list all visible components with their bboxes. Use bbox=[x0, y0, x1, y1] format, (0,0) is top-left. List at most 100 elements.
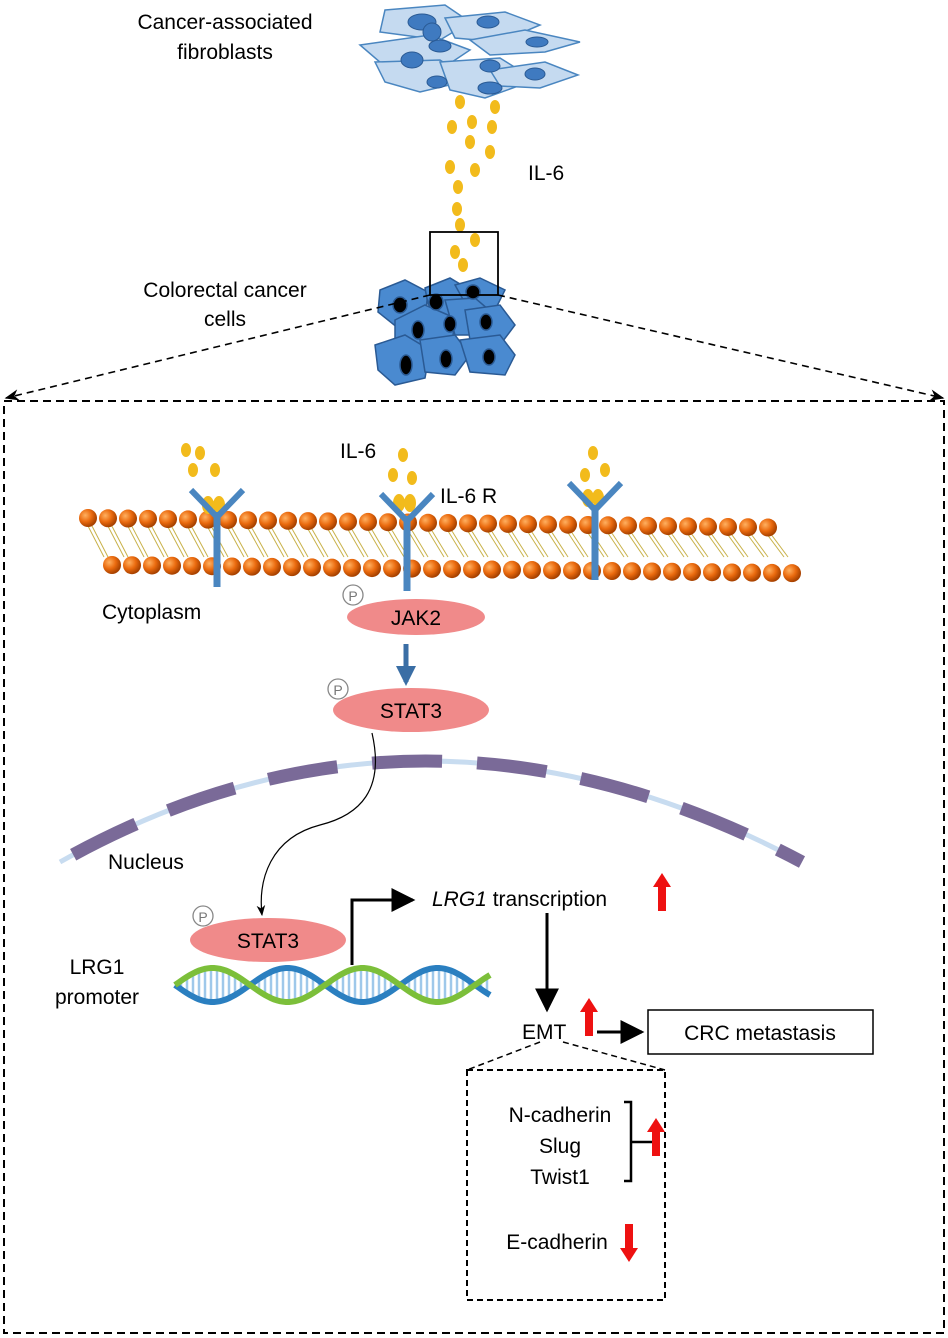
lipid-head bbox=[123, 556, 141, 575]
stat3-nuc-oval bbox=[190, 918, 346, 962]
jak2-label: JAK2 bbox=[391, 607, 441, 630]
lipid-head bbox=[143, 556, 161, 575]
lipid-head bbox=[563, 561, 581, 580]
lipid-head bbox=[523, 561, 541, 580]
lrg1-promoter-label-line1: LRG1 bbox=[70, 956, 125, 979]
stat3-translocation-arrow bbox=[256, 732, 377, 917]
lipid-head bbox=[79, 509, 97, 527]
lrg1-promoter-label-line2: promoter bbox=[55, 986, 139, 1009]
lipid-head bbox=[283, 558, 301, 577]
lipid-head bbox=[459, 514, 477, 533]
cell-membrane bbox=[79, 509, 801, 583]
nuclear-envelope bbox=[56, 754, 806, 868]
caf-label-line1: Cancer-associated bbox=[137, 11, 312, 34]
lipid-head bbox=[503, 560, 521, 579]
lipid-head bbox=[683, 562, 701, 581]
emt-zoom-line-right bbox=[562, 1041, 666, 1071]
fibroblast-cluster bbox=[358, 4, 581, 99]
lipid-head bbox=[239, 511, 257, 530]
lipid-head bbox=[639, 516, 657, 535]
lrg1-transcription-label: LRG1 transcription bbox=[432, 888, 607, 911]
lipid-head bbox=[699, 517, 717, 536]
zoom-box bbox=[429, 231, 499, 296]
lipid-head bbox=[119, 509, 137, 528]
cytoplasm-label: Cytoplasm bbox=[102, 601, 201, 624]
crc-metastasis-label: CRC metastasis bbox=[684, 1022, 836, 1045]
lipid-head bbox=[603, 562, 621, 580]
lipid-head bbox=[663, 562, 681, 581]
svg-text:P: P bbox=[333, 682, 342, 698]
lipid-head bbox=[419, 513, 437, 532]
emt-zoom-line-left bbox=[466, 1041, 541, 1071]
marker-e-cadherin: E-cadherin bbox=[506, 1231, 608, 1254]
p-badge-stat3-cyto: P bbox=[327, 678, 349, 700]
marker-slug: Slug bbox=[539, 1135, 581, 1158]
lipid-head bbox=[423, 559, 441, 578]
lipid-head bbox=[183, 556, 201, 575]
lipid-head bbox=[259, 511, 277, 530]
lipid-head bbox=[679, 517, 697, 536]
p-badge-jak2: P bbox=[342, 584, 364, 606]
lipid-head bbox=[743, 563, 761, 582]
lipid-head bbox=[559, 515, 577, 534]
crc-cell-cluster bbox=[374, 277, 516, 386]
lipid-head bbox=[279, 511, 297, 530]
lipid-head bbox=[519, 515, 537, 534]
lipid-head bbox=[243, 557, 261, 576]
lipid-head bbox=[723, 563, 741, 582]
lipid-head bbox=[139, 509, 157, 528]
lipid-head bbox=[319, 512, 337, 531]
lipid-head bbox=[263, 557, 281, 576]
zoom-line-left bbox=[4, 294, 431, 401]
emt-label: EMT bbox=[522, 1021, 567, 1044]
p-badge-stat3-nuc: P bbox=[192, 905, 214, 927]
lipid-head bbox=[739, 518, 757, 537]
lipid-head bbox=[363, 559, 381, 578]
lipid-head bbox=[343, 558, 361, 577]
emt-up-arrow bbox=[580, 998, 598, 1036]
lipid-head bbox=[223, 557, 241, 576]
stat3-cyto-oval bbox=[333, 688, 489, 732]
lipid-head bbox=[443, 560, 461, 579]
stat3-nuc-label: STAT3 bbox=[237, 930, 299, 953]
marker-twist1: Twist1 bbox=[530, 1166, 590, 1189]
lipid-head bbox=[483, 560, 501, 579]
il6-bound-dots bbox=[181, 443, 610, 514]
lipid-head bbox=[163, 556, 181, 575]
lipid-head bbox=[179, 510, 197, 529]
lipid-head bbox=[643, 562, 661, 581]
il6-label-top: IL-6 bbox=[528, 162, 564, 185]
crc-cells-label-line2: cells bbox=[204, 308, 246, 331]
svg-text:P: P bbox=[348, 588, 357, 604]
lipid-head bbox=[783, 564, 801, 583]
lipid-head bbox=[379, 513, 397, 532]
il6-secreted-dots bbox=[445, 95, 500, 272]
nucleus-label: Nucleus bbox=[108, 851, 184, 874]
svg-text:P: P bbox=[198, 909, 207, 925]
markers-up-arrow bbox=[647, 1118, 665, 1156]
e-cadherin-down-arrow bbox=[620, 1224, 638, 1262]
lipid-head bbox=[359, 512, 377, 531]
lipid-head bbox=[619, 516, 637, 535]
il6-label-membrane: IL-6 bbox=[340, 440, 376, 463]
lipid-head bbox=[439, 514, 457, 533]
lipid-head bbox=[219, 510, 237, 529]
zoom-line-right bbox=[497, 294, 945, 401]
lipid-head bbox=[543, 561, 561, 580]
lipid-head bbox=[303, 558, 321, 577]
lipid-head bbox=[703, 563, 721, 582]
lipid-head bbox=[159, 510, 177, 529]
il6r-label: IL-6 R bbox=[440, 485, 497, 508]
lipid-head bbox=[383, 559, 401, 578]
crc-metastasis-box bbox=[647, 1009, 874, 1055]
lipid-head bbox=[659, 517, 677, 536]
markers-bracket bbox=[624, 1100, 652, 1183]
lipid-head bbox=[719, 517, 737, 536]
lipid-head bbox=[759, 518, 777, 537]
lipid-head bbox=[539, 515, 557, 534]
stat3-cyto-label: STAT3 bbox=[380, 700, 442, 723]
lipid-head bbox=[339, 512, 357, 531]
lipid-head bbox=[463, 560, 481, 579]
marker-n-cadherin: N-cadherin bbox=[509, 1104, 612, 1127]
